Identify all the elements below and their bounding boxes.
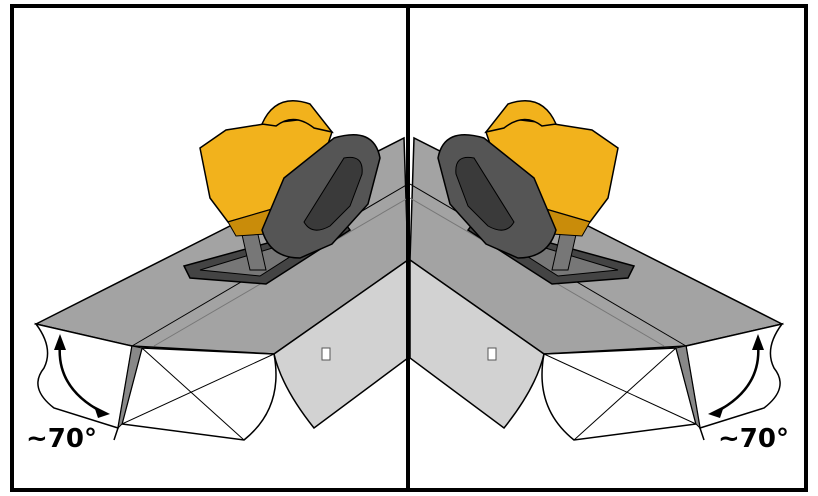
left-panel [14, 8, 408, 488]
angle-arrow-head-bottom [708, 406, 724, 418]
angle-leader [113, 427, 119, 441]
saw-handle [484, 100, 558, 134]
angle-arrow-head-top [752, 334, 764, 350]
right-illustration [410, 100, 785, 441]
end-cross-1 [573, 347, 677, 441]
angle-leader [699, 427, 705, 441]
board-side-face [273, 259, 408, 430]
board-side-notch [487, 347, 497, 361]
frame-border-right [804, 4, 808, 492]
end-cross-2 [543, 353, 697, 425]
kerf-gap [675, 345, 701, 430]
right-angle-label: ~70° [718, 424, 789, 454]
kerf-gap [117, 345, 143, 430]
end-cross-1 [141, 347, 245, 441]
panel-divider [406, 4, 410, 492]
angle-arrow-icon [58, 343, 103, 414]
frame-border-left [10, 4, 14, 492]
saw-handle [260, 100, 334, 134]
angle-arrow-icon [715, 343, 760, 414]
board-end-face-right [121, 347, 277, 441]
left-illustration [33, 100, 408, 441]
board-side-notch [321, 347, 331, 361]
angle-arrow-head-bottom [94, 406, 110, 418]
left-angle-label: ~70° [26, 424, 97, 454]
board-side-face [410, 259, 545, 430]
board-end-face-right [541, 347, 697, 441]
end-cross-2 [121, 353, 275, 425]
angle-arrow-head-top [54, 334, 66, 350]
blade-guard-inner [303, 156, 363, 231]
right-panel [410, 8, 804, 488]
blade-guard-inner [455, 156, 515, 231]
